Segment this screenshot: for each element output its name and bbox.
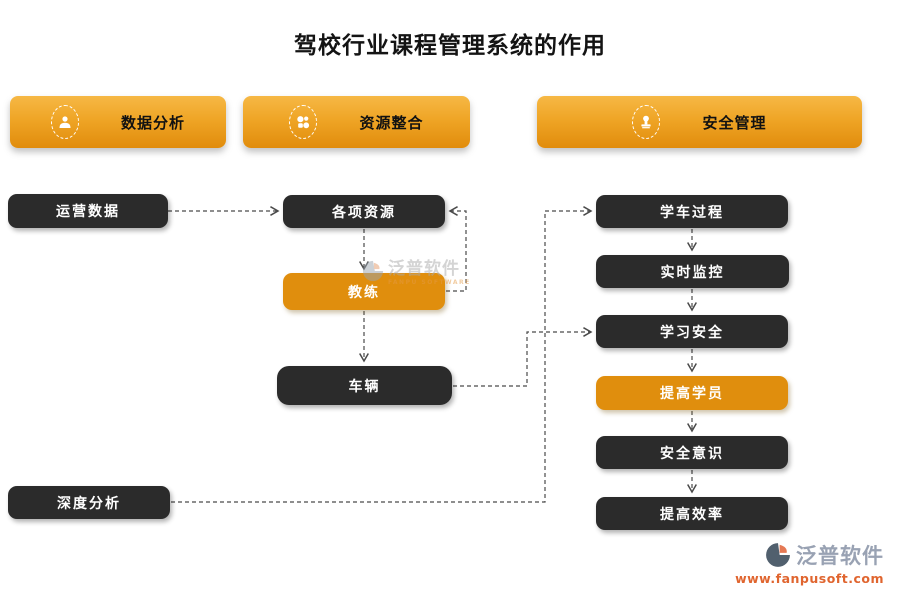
node-learning-process: 学车过程 — [596, 195, 788, 228]
node-realtime-monitoring: 实时监控 — [596, 255, 789, 288]
header-pill-label: 数据分析 — [120, 113, 185, 132]
node-learning-safety: 学习安全 — [596, 315, 788, 348]
clover-icon — [289, 105, 318, 139]
edge-cheliang-xuexi — [453, 327, 593, 387]
stamp-icon — [632, 105, 661, 139]
node-safety-awareness: 安全意识 — [596, 436, 788, 469]
header-pill-safety-management: 安全管理 — [537, 96, 862, 148]
edge-shendu-xueche — [171, 206, 593, 503]
node-deep-analysis: 深度分析 — [8, 486, 170, 519]
header-pill-data-analysis: 数据分析 — [10, 96, 226, 148]
fanpu-logo-icon — [766, 543, 790, 567]
node-coach: 教练 — [283, 273, 445, 310]
node-various-resources: 各项资源 — [283, 195, 445, 228]
node-operating-data: 运营数据 — [8, 194, 168, 228]
header-pill-resource-integration: 资源整合 — [243, 96, 470, 148]
footer-brand: 泛普软件 www.fanpusoft.com — [735, 540, 884, 586]
edge-jiaolian-gexiang — [446, 206, 467, 292]
footer-brand-name[interactable]: 泛普软件 — [796, 544, 884, 568]
node-improve-efficiency: 提高效率 — [596, 497, 788, 530]
header-pill-label: 安全管理 — [702, 113, 767, 132]
node-vehicle: 车辆 — [277, 366, 452, 405]
footer-url-link[interactable]: www.fanpusoft.com — [735, 571, 884, 586]
header-pill-label: 资源整合 — [359, 113, 424, 132]
node-improve-students: 提高学员 — [596, 376, 788, 410]
page-title: 驾校行业课程管理系统的作用 — [294, 32, 606, 59]
user-icon — [50, 105, 79, 139]
